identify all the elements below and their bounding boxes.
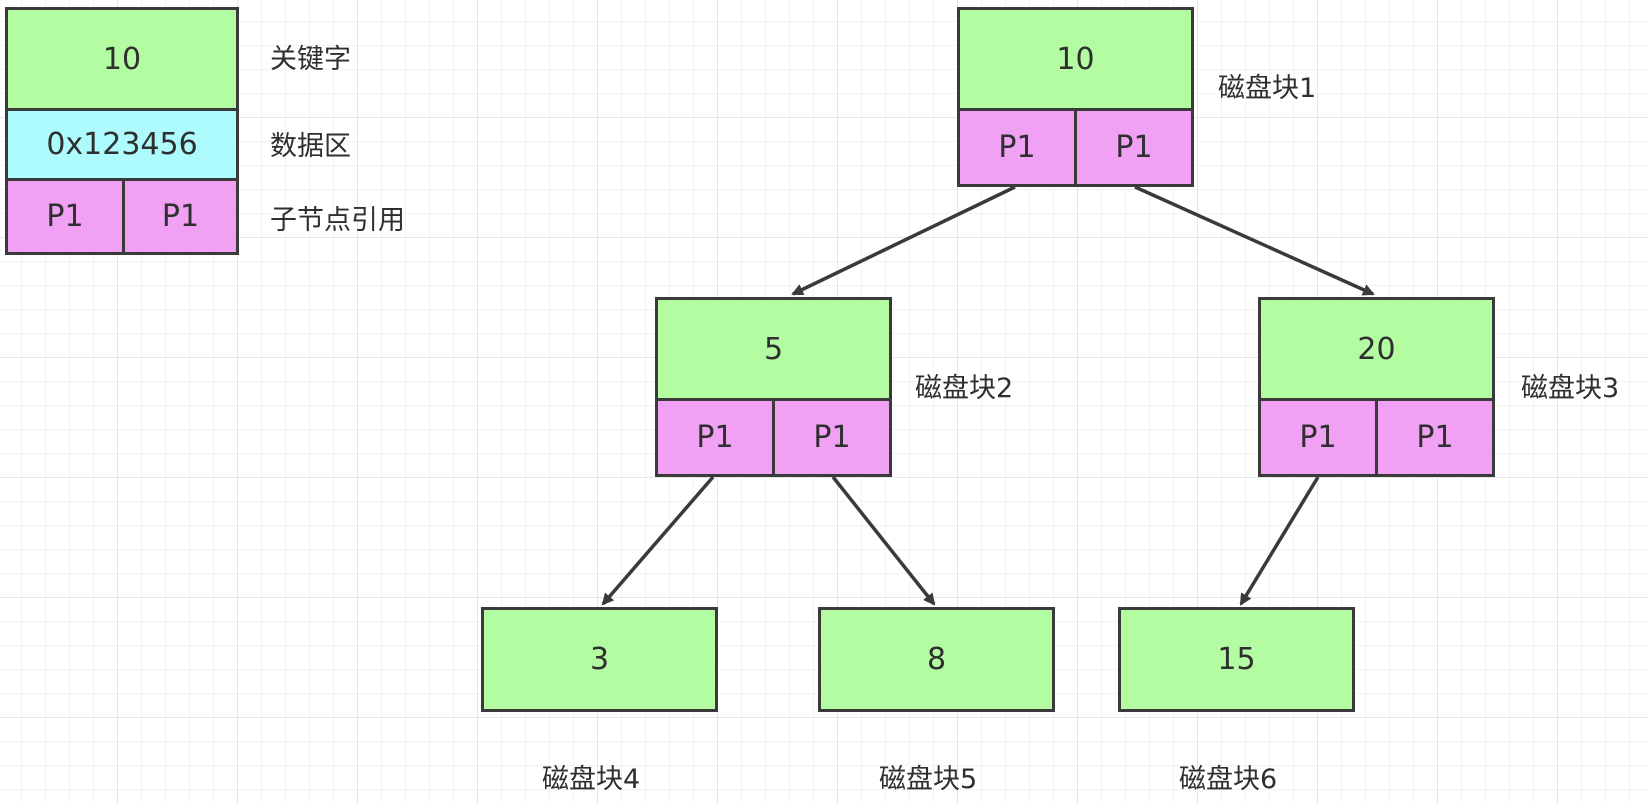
leaf-a-block-label: 磁盘块4 [542, 764, 641, 795]
edge-right-to-leaf-c [1239, 476, 1320, 606]
legend-key-label: 关键字 [270, 44, 351, 75]
edge-left-to-leaf-b [831, 475, 936, 606]
root-pointer-right-cell: P1 [1074, 108, 1194, 187]
edge-left-to-leaf-a [601, 475, 715, 606]
legend-data-label: 数据区 [270, 131, 351, 162]
left-key-cell: 5 [655, 297, 892, 401]
leaf-b-block-label: 磁盘块5 [879, 764, 978, 795]
legend-pointer-left-cell: P1 [5, 178, 125, 255]
legend-pointer-label: 子节点引用 [270, 205, 405, 236]
edge-root-to-right [1134, 185, 1375, 296]
legend-data-cell: 0x123456 [5, 108, 239, 181]
root-block-label: 磁盘块1 [1218, 73, 1317, 104]
right-block-label: 磁盘块3 [1521, 373, 1620, 404]
edge-root-to-left [791, 185, 1016, 296]
legend-key-cell: 10 [5, 7, 239, 111]
right-pointer-left-cell: P1 [1258, 398, 1378, 477]
leaf-b-key-cell: 8 [818, 607, 1055, 712]
legend-pointer-right-cell: P1 [122, 178, 239, 255]
right-pointer-right-cell: P1 [1375, 398, 1495, 477]
leaf-c-key-cell: 15 [1118, 607, 1355, 712]
right-key-cell: 20 [1258, 297, 1495, 401]
leaf-c-block-label: 磁盘块6 [1179, 764, 1278, 795]
root-key-cell: 10 [957, 7, 1194, 111]
left-pointer-left-cell: P1 [655, 398, 775, 477]
left-pointer-right-cell: P1 [772, 398, 892, 477]
root-pointer-left-cell: P1 [957, 108, 1077, 187]
leaf-a-key-cell: 3 [481, 607, 718, 712]
left-block-label: 磁盘块2 [915, 373, 1014, 404]
